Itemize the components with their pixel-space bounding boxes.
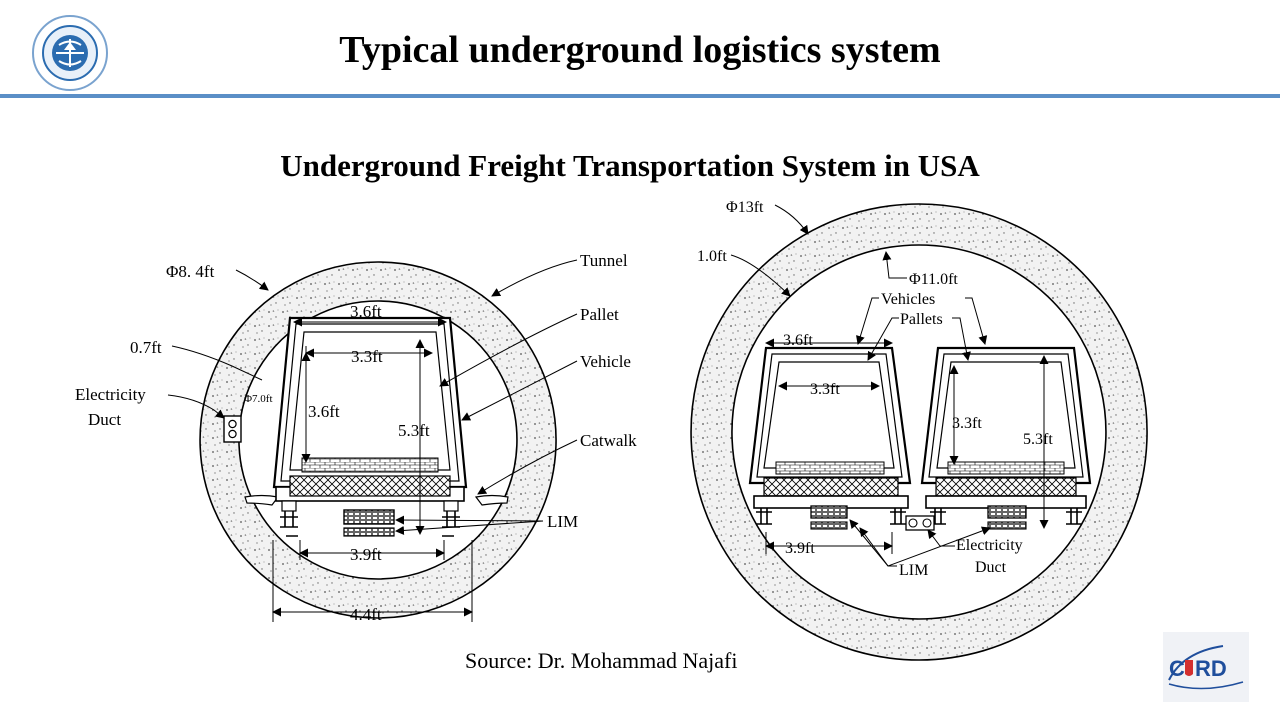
slide-title: Typical underground logistics system — [339, 29, 941, 71]
pallet — [289, 457, 451, 497]
vehicle-width-label: 3.6ft — [350, 302, 382, 321]
right-vehicle-width-label: 3.6ft — [783, 332, 813, 349]
vehicles-callout: Vehicles — [881, 291, 935, 308]
right-outer-diameter-label: Φ13ft — [726, 199, 764, 216]
left-tunnel-section: Φ8. 4ft 0.7ft Φ7.0ft Electricity Duct 3.… — [75, 251, 637, 624]
pallet-width-label: 3.3ft — [351, 347, 383, 366]
right-leaders — [730, 204, 991, 567]
right-electricity-duct — [905, 515, 935, 531]
left-wall-thickness-label: 0.7ft — [130, 338, 162, 357]
vehicle-height-label: 5.3ft — [398, 421, 430, 440]
pallet-height-label: 3.6ft — [308, 402, 340, 421]
pallets-callout: Pallets — [900, 311, 943, 328]
right-catwalk — [474, 494, 509, 506]
svg-text:C: C — [1169, 656, 1185, 681]
electricity-label: Electricity — [75, 385, 146, 404]
right-electricity-label: Electricity — [956, 537, 1023, 554]
title-divider — [0, 94, 1280, 98]
vehicle-body — [272, 316, 468, 502]
catwalk-callout: Catwalk — [580, 431, 637, 450]
right-track-width-label: 3.9ft — [785, 540, 815, 557]
tunnel-callout: Tunnel — [580, 251, 628, 270]
undercarriage — [280, 500, 460, 537]
pallet-callout: Pallet — [580, 305, 619, 324]
right-wall-thickness-label: 1.0ft — [697, 248, 727, 265]
lim-upper — [343, 509, 395, 525]
electricity-duct-box — [223, 415, 242, 443]
lim-callout: LIM — [547, 512, 578, 531]
svg-text:RD: RD — [1195, 656, 1227, 681]
left-dimensions — [272, 317, 473, 622]
right-inner-diameter-label: Φ11.0ft — [909, 271, 958, 288]
source-caption: Source: Dr. Mohammad Najafi — [465, 648, 738, 673]
base-width-label: 4.4ft — [350, 605, 382, 624]
right-vehicle-right — [920, 346, 1092, 530]
vehicle-callout: Vehicle — [580, 352, 631, 371]
left-tunnel-ring — [199, 261, 557, 619]
right-tunnel-ring — [690, 203, 1148, 661]
right-vehicle-height-label: 5.3ft — [1023, 431, 1053, 448]
right-dimensions — [765, 338, 1049, 554]
lim-lower — [343, 527, 395, 537]
right-lim-callout: LIM — [899, 562, 928, 579]
right-duct-label: Duct — [975, 559, 1007, 576]
left-leaders — [167, 259, 578, 535]
university-seal-logo — [32, 15, 108, 91]
right-vehicle-left — [748, 346, 912, 530]
duct-label: Duct — [88, 410, 121, 429]
right-pallet-width-label: 3.3ft — [810, 381, 840, 398]
right-pallet-height-label: 3.3ft — [952, 415, 982, 432]
ctrd-logo: C RD — [1163, 632, 1249, 702]
duct-diameter-label: Φ7.0ft — [244, 393, 273, 405]
left-outer-diameter-label: Φ8. 4ft — [166, 262, 215, 281]
track-width-label: 3.9ft — [350, 545, 382, 564]
diagram-subtitle: Underground Freight Transportation Syste… — [280, 148, 980, 183]
right-tunnel-section: Φ13ft 1.0ft Φ11.0ft Vehicles Pallets 3.6… — [690, 199, 1148, 661]
left-catwalk — [244, 494, 280, 506]
